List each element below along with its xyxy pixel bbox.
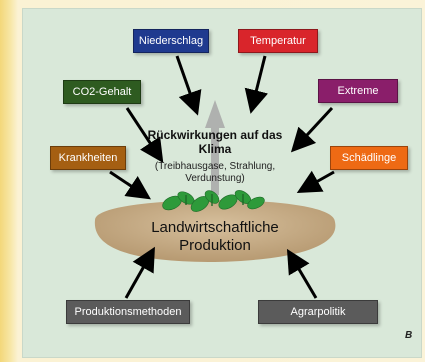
- factor-krankheiten: Krankheiten: [50, 146, 126, 170]
- diagram-frame: [22, 8, 422, 358]
- factor-extreme: Extreme: [318, 79, 398, 103]
- center-title: Rückwirkungen auf das Klima: [147, 128, 283, 156]
- production-label: Landwirtschaftliche Produktion: [151, 219, 279, 254]
- factor-temperatur: Temperatur: [238, 29, 318, 53]
- soil-mound: [94, 200, 336, 262]
- corner-mark: B: [405, 330, 413, 341]
- plants-icon: [162, 190, 265, 212]
- center-subtitle: (Treibhausgase, Strahlung, Verdunstung): [154, 161, 276, 184]
- factor-co2-gehalt: CO2-Gehalt: [63, 80, 141, 104]
- influence-arrows: [109, 55, 335, 299]
- arrow-agrarpolitik: [286, 248, 318, 299]
- factor-agrarpolitik: Agrarpolitik: [258, 300, 378, 324]
- arrow-extreme: [290, 106, 334, 153]
- arrow-produktionsmethoden: [124, 246, 155, 299]
- factor-schaedlinge: Schädlinge: [330, 146, 408, 170]
- arrow-niederschlag: [175, 55, 202, 116]
- arrow-co2: [125, 107, 164, 164]
- arrow-krankheiten: [109, 170, 151, 200]
- factor-niederschlag: Niederschlag: [133, 29, 209, 53]
- arrow-temperatur: [244, 55, 269, 114]
- factor-produktionsmethoden: Produktionsmethoden: [66, 300, 190, 324]
- feedback-arrow: [205, 100, 225, 195]
- arrow-schaedlinge: [296, 170, 335, 193]
